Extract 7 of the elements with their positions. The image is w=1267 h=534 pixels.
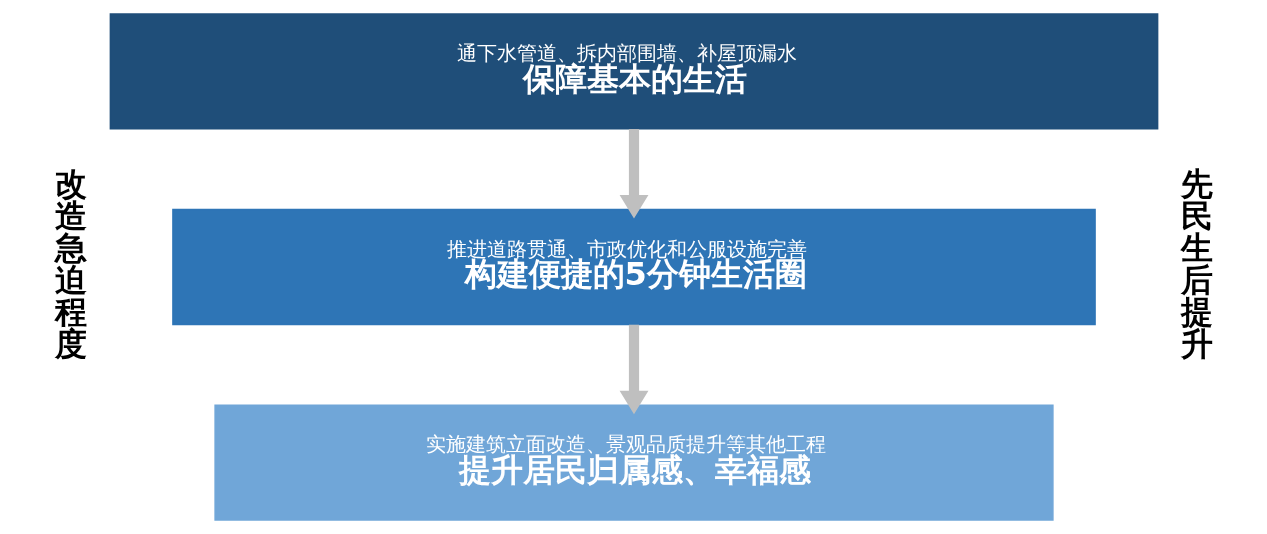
label: 先民生后提升 bbox=[1180, 165, 1213, 364]
node-box: 通下水管道、拆内部围墙、补屋顶漏水 保障基本的生活 bbox=[109, 13, 1158, 130]
node-box: 实施建筑立面改造、景观品质提升等其他工程 提升居民归属感、幸福感 bbox=[213, 404, 1054, 521]
arrow bbox=[619, 324, 648, 415]
arrow bbox=[619, 129, 648, 219]
label: 改造急迫程度 bbox=[54, 165, 87, 364]
node-box: 推进道路贯通、市政优化和公服设施完善 构建便捷的5分钟生活圈 bbox=[171, 208, 1096, 326]
